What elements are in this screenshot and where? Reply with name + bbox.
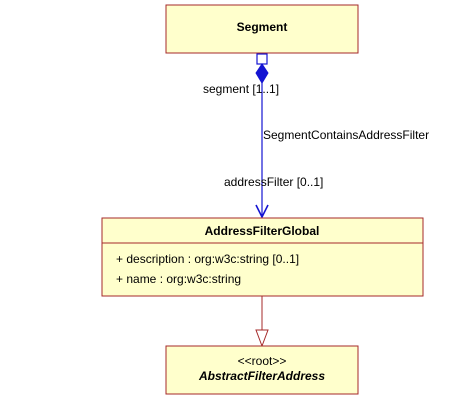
generalization-triangle-icon	[255, 329, 269, 348]
association-segment-contains-address-filter[interactable]: segment [1..1] SegmentContainsAddressFil…	[203, 53, 429, 219]
target-role-label: addressFilter [0..1]	[224, 175, 323, 189]
class-segment-name: Segment	[237, 20, 288, 34]
association-name-label: SegmentContainsAddressFilter	[263, 128, 429, 142]
class-address-filter-global-name: AddressFilterGlobal	[205, 224, 320, 238]
composition-diamond-icon	[255, 63, 269, 84]
class-segment-box	[165, 4, 359, 54]
attribute-description: + description : org:w3c:string [0..1]	[116, 252, 299, 266]
class-address-filter-global[interactable]: AddressFilterGlobal + description : org:…	[101, 217, 424, 297]
attribute-name: + name : org:w3c:string	[116, 272, 241, 286]
navigation-arrowhead-icon	[255, 204, 269, 219]
generalization-address-filter-global-to-abstract-filter-address[interactable]	[255, 296, 269, 348]
class-segment[interactable]: Segment	[165, 4, 359, 54]
class-stereotype-label: <<root>>	[238, 354, 287, 368]
source-role-label: segment [1..1]	[203, 82, 279, 96]
class-address-filter-global-box	[101, 217, 424, 297]
class-abstract-filter-address[interactable]: <<root>> AbstractFilterAddress	[165, 345, 359, 395]
navigability-square-icon	[256, 53, 268, 65]
class-abstract-filter-address-name: AbstractFilterAddress	[198, 369, 325, 383]
class-abstract-filter-address-box	[165, 345, 359, 395]
